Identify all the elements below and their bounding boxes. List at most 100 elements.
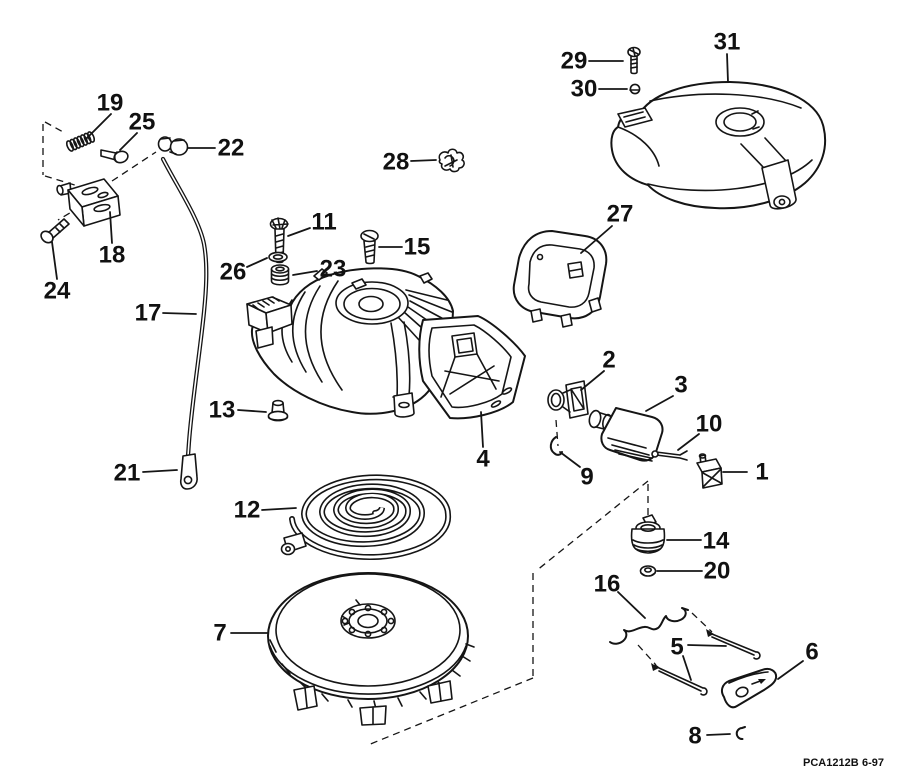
part-14-grommet-drawing	[630, 514, 666, 554]
callout-3-leader-line	[645, 395, 674, 412]
callout-label-12: 12	[234, 497, 261, 524]
part-27-frame-plate-drawing	[512, 230, 608, 328]
callout-label-19: 19	[97, 90, 124, 117]
callout-label-30: 30	[571, 76, 598, 103]
callout-17: 17	[135, 300, 197, 327]
part-17-rod-drawing	[160, 156, 209, 459]
callout-11-leader-line	[287, 227, 311, 237]
callout-22: 22	[187, 135, 245, 162]
callout-29: 29	[561, 48, 624, 75]
callout-label-11: 11	[311, 209, 336, 236]
callout-label-10: 10	[696, 411, 723, 438]
callout-11: 11	[287, 209, 337, 237]
callout-30: 30	[571, 76, 628, 103]
callout-label-18: 18	[99, 242, 126, 269]
callout-5-leader-line	[682, 655, 692, 681]
callout-10: 10	[677, 411, 723, 451]
part-12-spiral-spring-drawing	[280, 474, 452, 561]
callout-13-leader-line	[237, 409, 267, 413]
part-19-spring-drawing	[65, 131, 96, 152]
callout-9: 9	[559, 451, 594, 491]
callout-17-leader-line	[162, 312, 197, 315]
callout-label-20: 20	[704, 558, 731, 585]
callout-16: 16	[594, 571, 646, 619]
callout-label-25: 25	[129, 109, 156, 136]
callout-4-leader-line	[480, 411, 484, 448]
part-23-spacer-drawing	[270, 264, 290, 286]
part-8-clip-drawing	[735, 726, 746, 740]
callout-27-leader-line	[580, 225, 613, 254]
callout-5: 5	[670, 634, 727, 681]
callout-label-22: 22	[218, 135, 245, 162]
part-30-nut-drawing	[629, 83, 641, 95]
callout-24-leader-line	[51, 241, 58, 280]
part-18-lockout-block-drawing	[56, 178, 121, 227]
callout-label-3: 3	[674, 372, 687, 399]
callout-9-leader-line	[559, 451, 581, 468]
callout-layer: 1925221824172113261123152812729303127231…	[44, 29, 819, 750]
callout-label-15: 15	[404, 234, 431, 261]
callout-19: 19	[85, 90, 124, 140]
callout-label-17: 17	[135, 300, 162, 327]
part-10-pin-drawing	[651, 450, 688, 461]
callout-25-leader-line	[119, 132, 138, 151]
callout-label-5: 5	[670, 634, 683, 661]
part-16-wire-link-drawing	[609, 607, 689, 645]
callout-21-leader-line	[142, 469, 178, 473]
part-4-bracket-drawing	[418, 315, 526, 420]
part-29-screw-drawing	[627, 46, 641, 75]
callout-label-26: 26	[220, 259, 247, 286]
callout-label-4: 4	[476, 446, 490, 473]
callout-8-leader-line	[706, 733, 731, 736]
callout-26-leader-line	[246, 257, 268, 268]
callout-label-7: 7	[213, 620, 226, 647]
callout-24: 24	[44, 241, 71, 305]
part-13-bushing-drawing	[267, 399, 289, 422]
callout-label-6: 6	[805, 639, 818, 666]
callout-16-leader-line	[617, 591, 646, 619]
callout-label-9: 9	[580, 464, 593, 491]
part-9-spring-hook-drawing	[549, 436, 563, 456]
part-22-cable-clamp-drawing	[157, 136, 189, 156]
callout-label-1: 1	[755, 459, 768, 486]
callout-12: 12	[234, 497, 297, 524]
part-28-clip-drawing	[438, 148, 465, 173]
part-7-pulley-drawing	[267, 572, 475, 726]
callout-14: 14	[666, 528, 730, 555]
callout-25: 25	[119, 109, 156, 151]
callout-28-leader-line	[410, 159, 437, 162]
part-15-bolt-drawing	[360, 229, 379, 265]
callout-31: 31	[714, 29, 741, 83]
callout-label-21: 21	[114, 460, 141, 487]
callout-label-27: 27	[607, 201, 634, 228]
starter-housing-drawing	[250, 267, 454, 418]
part-6-pawl-drawing	[720, 668, 778, 709]
callout-3: 3	[645, 372, 688, 412]
part-24-bolt-drawing	[40, 218, 70, 244]
part-3-starter-handle-drawing	[588, 407, 664, 462]
callout-31-leader-line	[726, 53, 729, 83]
part-20-nut-drawing	[639, 565, 657, 577]
callout-28: 28	[383, 149, 437, 176]
callout-4: 4	[476, 411, 490, 473]
callout-label-31: 31	[714, 29, 741, 56]
callout-label-24: 24	[44, 278, 71, 305]
callout-15: 15	[378, 234, 431, 261]
callout-12-leader-line	[261, 507, 297, 511]
part-26-washer-drawing	[268, 251, 288, 263]
callout-8: 8	[688, 723, 731, 750]
diagram-date: 6-97	[862, 757, 884, 769]
callout-23-leader-line	[292, 270, 318, 276]
part-31-starter-cover-drawing	[610, 81, 827, 210]
callout-6-leader-line	[777, 660, 804, 680]
callout-label-28: 28	[383, 149, 410, 176]
part-1-stop-block-drawing	[696, 453, 723, 489]
callout-7: 7	[213, 620, 268, 647]
callout-18-leader-line	[109, 211, 113, 244]
callout-label-2: 2	[602, 347, 615, 374]
callout-label-8: 8	[688, 723, 701, 750]
callout-1: 1	[722, 459, 769, 486]
callout-18: 18	[99, 211, 126, 269]
